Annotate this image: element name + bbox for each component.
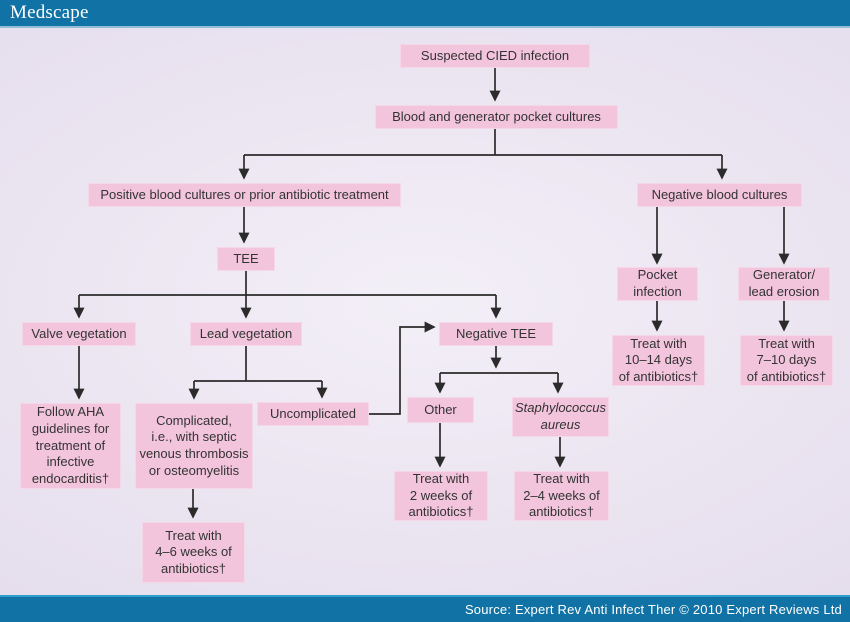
node-pocket-infection: Pocket infection [617, 267, 698, 301]
node-lead-vegetation: Lead vegetation [190, 322, 302, 346]
node-staphylococcus-aureus: Staphylococcus aureus [512, 397, 609, 437]
node-negative-tee: Negative TEE [439, 322, 553, 346]
node-suspected-cied-infection: Suspected CIED infection [400, 44, 590, 68]
node-treat-7-10-days: Treat with 7–10 days of antibiotics† [740, 335, 833, 386]
node-treat-2-weeks: Treat with 2 weeks of antibiotics† [394, 471, 488, 521]
node-treat-10-14-days: Treat with 10–14 days of antibiotics† [612, 335, 705, 386]
node-treat-2-4-weeks: Treat with 2–4 weeks of antibiotics† [514, 471, 609, 521]
node-other: Other [407, 397, 474, 423]
node-valve-vegetation: Valve vegetation [22, 322, 136, 346]
node-blood-generator-pocket-cultures: Blood and generator pocket cultures [375, 105, 618, 129]
node-complicated: Complicated, i.e., with septic venous th… [135, 403, 253, 489]
footer-bar: Source: Expert Rev Anti Infect Ther © 20… [0, 595, 850, 622]
source-attribution: Source: Expert Rev Anti Infect Ther © 20… [464, 602, 842, 617]
node-positive-blood-cultures: Positive blood cultures or prior antibio… [88, 183, 401, 207]
node-generator-lead-erosion: Generator/ lead erosion [738, 267, 830, 301]
node-negative-blood-cultures: Negative blood cultures [637, 183, 802, 207]
node-treat-4-6-weeks: Treat with 4–6 weeks of antibiotics† [142, 522, 245, 583]
node-follow-aha-guidelines: Follow AHA guidelines for treatment of i… [20, 403, 121, 489]
node-uncomplicated: Uncomplicated [257, 402, 369, 426]
medscape-logo: Medscape [10, 2, 89, 23]
node-tee: TEE [217, 247, 275, 271]
header-bar: Medscape [0, 0, 850, 28]
